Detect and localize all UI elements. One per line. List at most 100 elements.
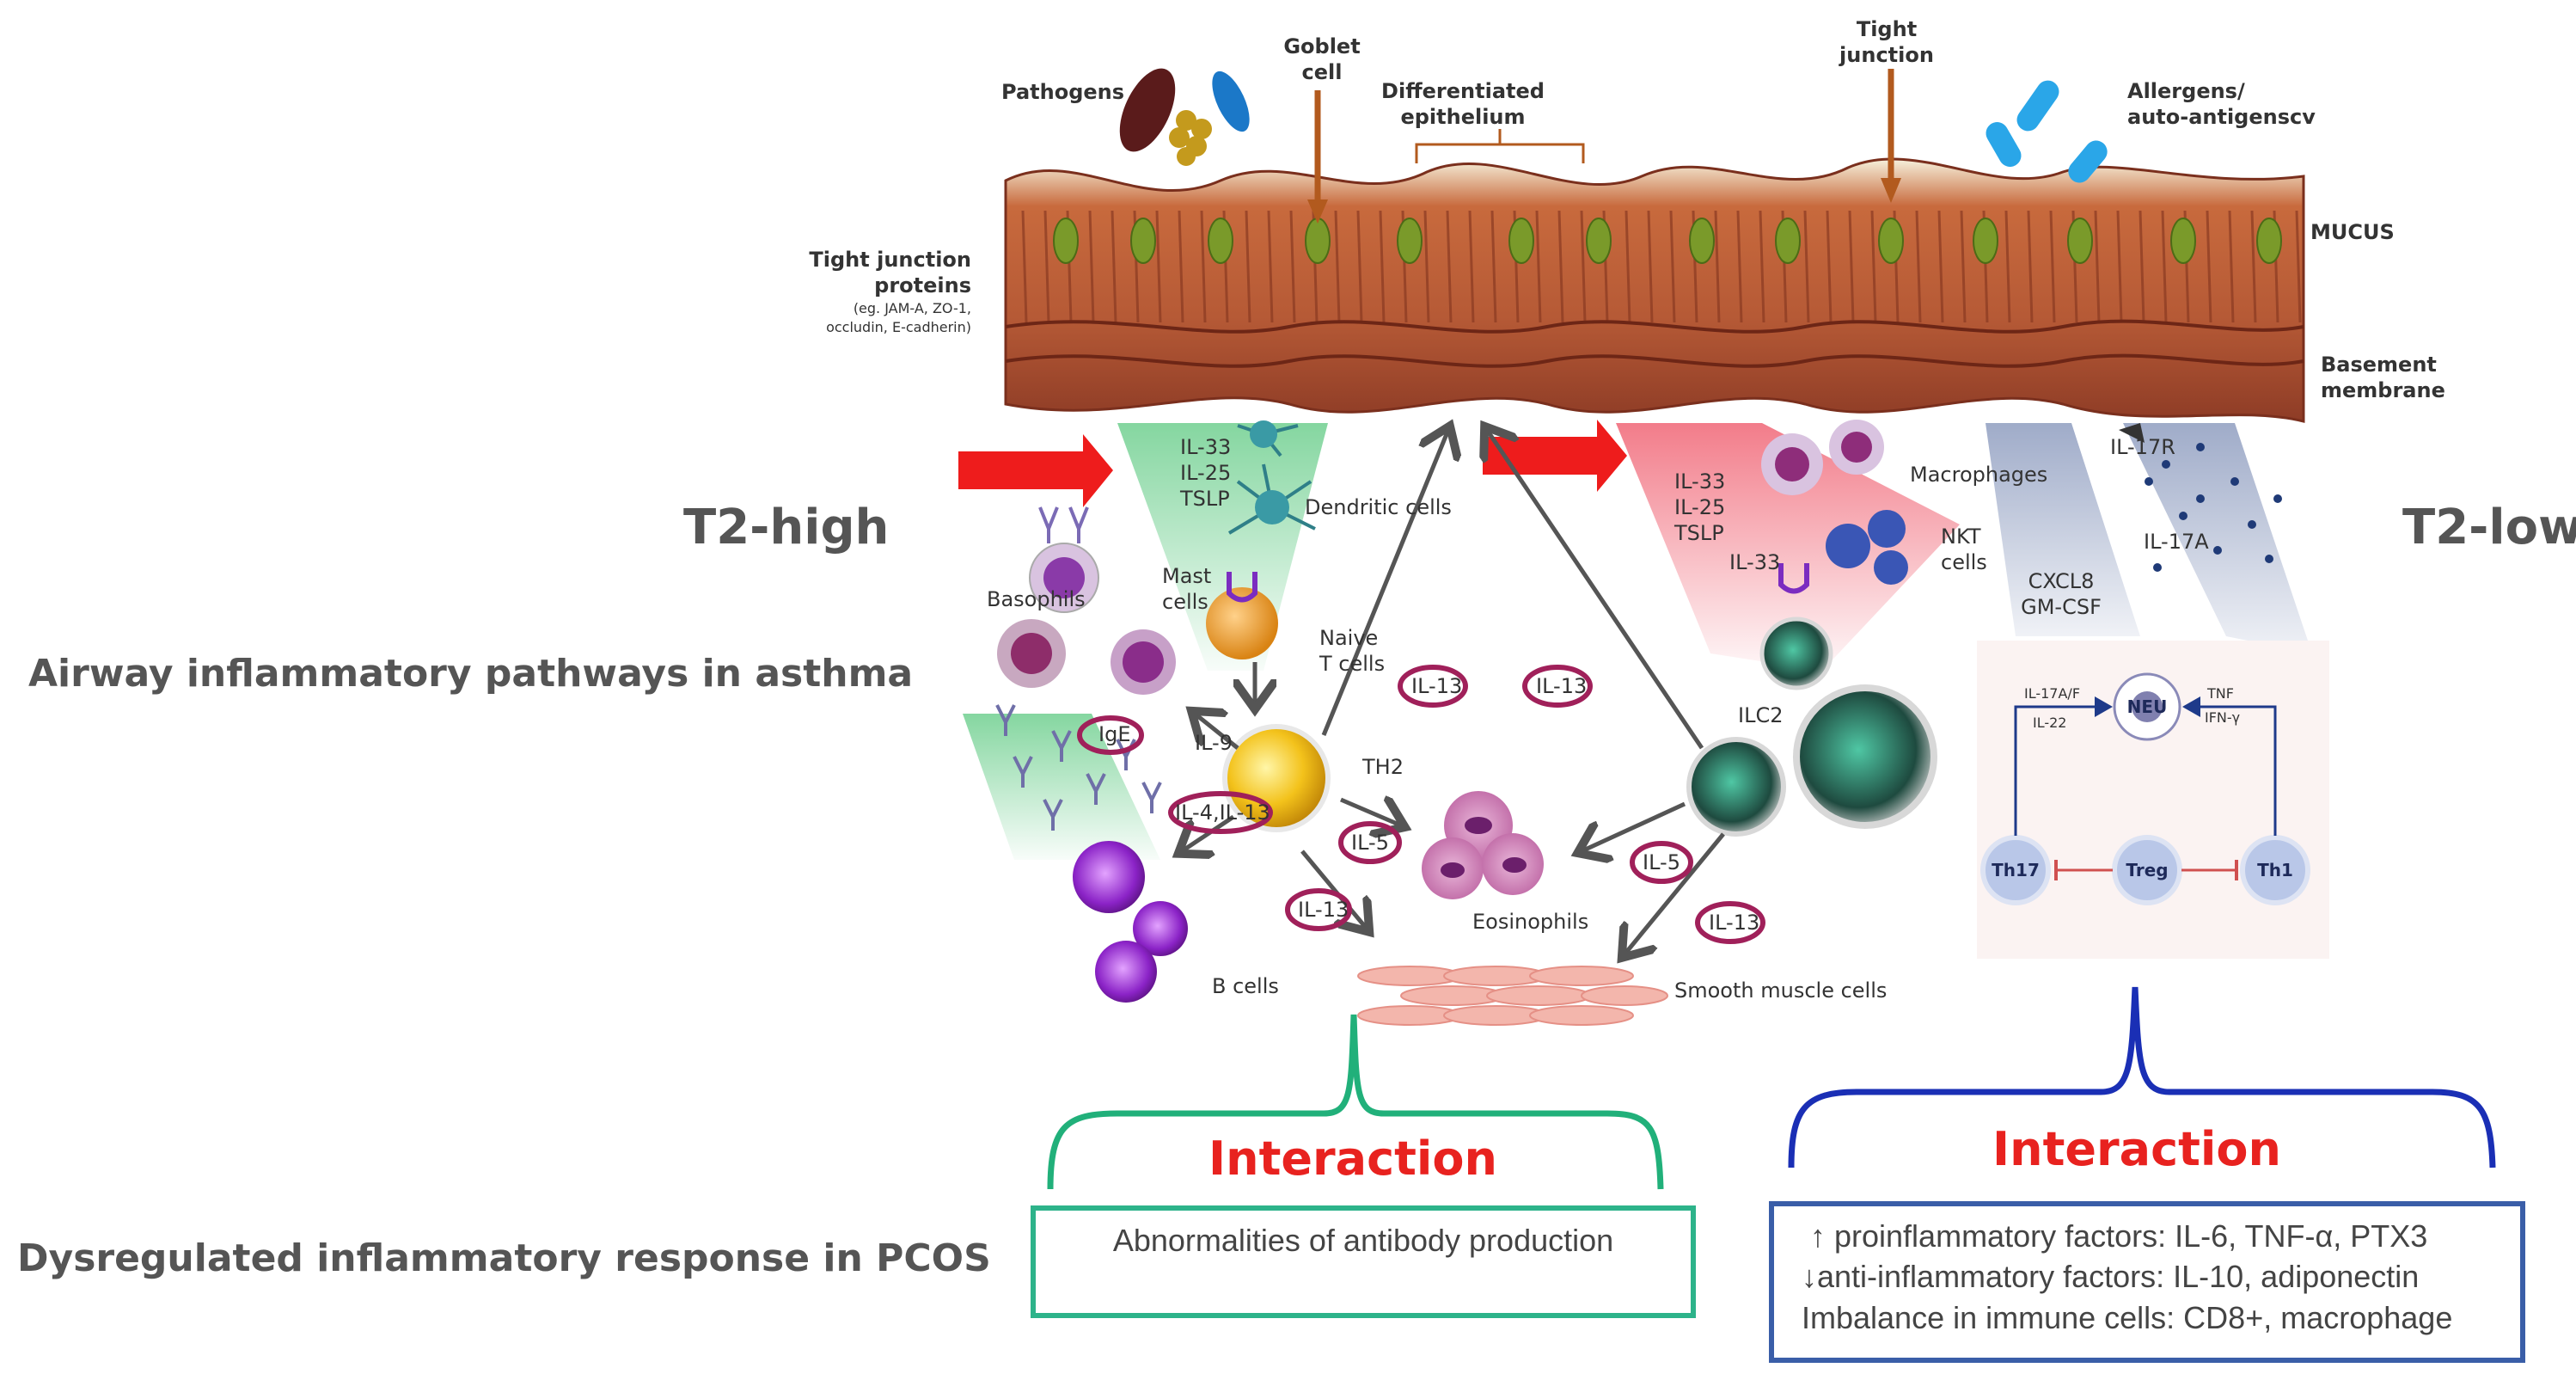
pcos-label: Dysregulated inflammatory response in PC… bbox=[17, 1236, 991, 1280]
il17r-label: IL-17R bbox=[2110, 435, 2175, 459]
b-cells-icon bbox=[1073, 841, 1188, 1003]
tight-junction-label-2: junction bbox=[1839, 43, 1934, 67]
interaction-left-box bbox=[1031, 1205, 1696, 1318]
il13-mid-right: IL-13 bbox=[1536, 674, 1587, 698]
epithelial-cell-wall bbox=[1423, 210, 1430, 323]
goblet-pointer bbox=[1307, 90, 1328, 224]
goblet-cell-granules bbox=[1130, 218, 1156, 264]
epithelial-cell-wall bbox=[2139, 210, 2145, 323]
epithelial-cell-wall bbox=[1379, 210, 1386, 323]
nkt-label-2: cells bbox=[1941, 550, 1987, 574]
cxcl8-label-2: GM-CSF bbox=[2021, 595, 2102, 619]
epithelial-cell-wall bbox=[1580, 210, 1587, 323]
ilc2-icon bbox=[1686, 563, 1937, 837]
goblet-cell-granules bbox=[1508, 218, 1534, 264]
epithelial-cell-wall bbox=[1245, 210, 1251, 323]
epithelium-label-2: epithelium bbox=[1400, 105, 1525, 129]
th2-cell-icon bbox=[1222, 724, 1331, 832]
treg-cell-icon bbox=[2112, 835, 2182, 905]
tjp-label-1: Tight junction bbox=[809, 248, 971, 272]
airway-pathways-label: Airway inflammatory pathways in asthma bbox=[28, 652, 913, 696]
goblet-cell-granules bbox=[2067, 218, 2093, 264]
il33-right-label: IL-33 bbox=[1729, 550, 1780, 574]
b-cells-label: B cells bbox=[1212, 974, 1279, 998]
right-cytokine-1: IL-33 bbox=[1674, 469, 1725, 494]
epithelial-cell-wall bbox=[1446, 210, 1453, 323]
epithelial-cell-wall bbox=[1334, 210, 1341, 323]
goblet-cell-granules bbox=[1878, 218, 1904, 264]
macrophages-icon bbox=[1761, 420, 1884, 495]
goblet-cell-granules bbox=[1053, 218, 1079, 264]
basement-label-1: Basement bbox=[2321, 353, 2437, 377]
epithelial-cell-wall bbox=[1111, 210, 1117, 323]
il17af-label-1: IL-17A/F bbox=[2024, 685, 2080, 702]
il5-right: IL-5 bbox=[1643, 850, 1680, 874]
ilc2-label: ILC2 bbox=[1738, 703, 1783, 727]
naive-label-1: Naive bbox=[1319, 626, 1378, 650]
epithelial-cell-wall bbox=[2295, 210, 2302, 323]
mucus-label: MUCUS bbox=[2310, 220, 2395, 244]
goblet-cell-granules bbox=[1397, 218, 1423, 264]
dendritic-cell-icon bbox=[1227, 420, 1316, 535]
tjp-label-2: proteins bbox=[874, 273, 971, 297]
th17-label: Th17 bbox=[1992, 860, 2040, 880]
interaction-left-title: Interaction bbox=[1208, 1132, 1497, 1186]
epithelial-cell-wall bbox=[1803, 210, 1810, 323]
epithelial-cell-wall bbox=[1714, 210, 1721, 323]
epithelial-cell-wall bbox=[1937, 210, 1944, 323]
epithelial-cell-wall bbox=[1468, 210, 1475, 323]
tjp-example-2: occludin, E-cadherin) bbox=[826, 319, 971, 335]
epithelial-cell-wall bbox=[2161, 210, 2168, 323]
interaction-right-title: Interaction bbox=[1992, 1122, 2281, 1176]
dendritic-label: Dendritic cells bbox=[1305, 495, 1452, 519]
blue-fan-right bbox=[2123, 423, 2312, 653]
epithelial-cell-wall bbox=[1267, 210, 1274, 323]
goblet-cell-granules bbox=[1305, 218, 1331, 264]
goblet-cell-granules bbox=[2170, 218, 2196, 264]
basophils-label: Basophils bbox=[987, 587, 1086, 611]
il9-label: IL-9 bbox=[1195, 731, 1233, 755]
goblet-cell-granules bbox=[2256, 218, 2282, 264]
smooth-muscle-icon bbox=[1357, 966, 1668, 1026]
il17af-label-2: IL-22 bbox=[2033, 715, 2066, 731]
cytokine-ovals bbox=[1077, 665, 1765, 944]
epithelial-cell-wall bbox=[1669, 210, 1676, 323]
nkt-label-1: NKT bbox=[1941, 524, 1981, 549]
tnf-label-2: IFN-γ bbox=[2205, 709, 2240, 726]
epithelial-cell-wall bbox=[1826, 210, 1833, 323]
interaction-left-text: Abnormalities of antibody production bbox=[1113, 1223, 1613, 1258]
tnf-label-1: TNF bbox=[2206, 685, 2234, 702]
pathogens-label: Pathogens bbox=[1001, 80, 1124, 104]
eosinophils-label: Eosinophils bbox=[1472, 910, 1588, 934]
epithelial-cell-wall bbox=[1490, 210, 1497, 323]
epithelial-cell-wall bbox=[2228, 210, 2235, 323]
macrophages-label: Macrophages bbox=[1910, 463, 2047, 487]
tight-junction-pointer bbox=[1881, 69, 1901, 203]
green-fan-top bbox=[1117, 423, 1328, 671]
epithelial-cell-wall bbox=[1356, 210, 1363, 323]
th1-label: Th1 bbox=[2257, 860, 2293, 880]
th17-cell-icon bbox=[1980, 835, 2051, 905]
right-cytokine-3: TSLP bbox=[1673, 521, 1724, 545]
eosinophils-icon bbox=[1422, 791, 1544, 899]
allergens-icon bbox=[1986, 80, 2108, 183]
treg-label: Treg bbox=[2126, 860, 2168, 880]
basophil-icon bbox=[1029, 506, 1099, 613]
green-bracket bbox=[1047, 1014, 1664, 1190]
th2-label: TH2 bbox=[1361, 755, 1404, 779]
epithelial-cell-wall bbox=[1759, 210, 1765, 323]
blue-fan-left bbox=[1986, 423, 2140, 636]
goblet-label-2: cell bbox=[1302, 60, 1343, 84]
ige-antibodies-icon bbox=[995, 704, 1162, 831]
goblet-cell-granules bbox=[1586, 218, 1612, 264]
epithelial-cell-wall bbox=[1557, 210, 1564, 323]
mast-cell-icon bbox=[1206, 572, 1278, 659]
epithelial-cell-wall bbox=[1178, 210, 1184, 323]
epithelium-tissue bbox=[1004, 157, 2305, 423]
epithelial-cell-wall bbox=[1021, 210, 1028, 323]
epithelial-cell-wall bbox=[1043, 210, 1050, 323]
nkt-cells-icon bbox=[1826, 510, 1908, 585]
inset-connectors bbox=[2014, 696, 2277, 880]
blue-bracket bbox=[1788, 986, 2496, 1169]
